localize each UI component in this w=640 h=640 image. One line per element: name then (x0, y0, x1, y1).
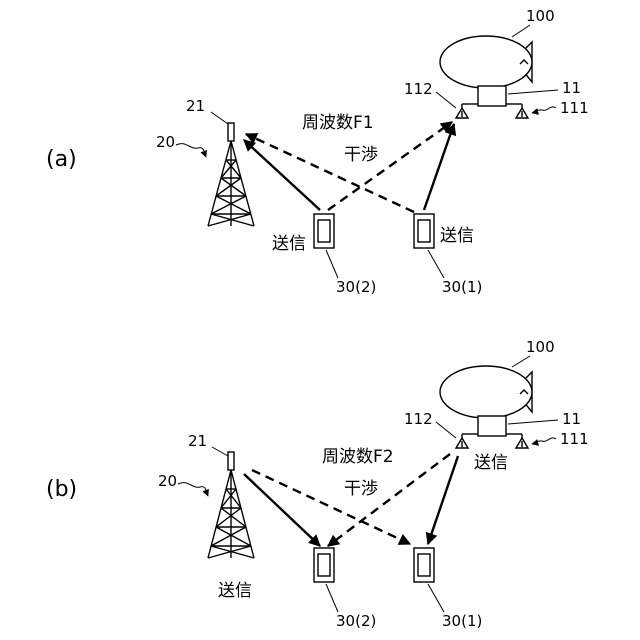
leader-line (428, 250, 444, 278)
leader-line (428, 584, 444, 612)
terminal-left (314, 214, 334, 248)
leader-arrow (532, 107, 556, 113)
airship-tx: 送信 (474, 453, 508, 473)
leader-line (211, 112, 228, 124)
gondola-ref: 11 (562, 410, 581, 428)
airship-ref: 100 (526, 338, 555, 356)
signal-arrow-dashed (252, 470, 410, 544)
signal-arrow-dashed (246, 134, 414, 212)
antenna-left-ref: 112 (404, 410, 433, 428)
terminal-right (414, 548, 434, 582)
signal-arrow-solid (424, 124, 454, 210)
cell-tower (208, 123, 254, 226)
panel-a-label: (a) (46, 147, 77, 172)
frequency-label: 周波数F2 (322, 447, 394, 467)
terminal-right (414, 214, 434, 248)
leader-line (436, 422, 456, 438)
frequency-label: 周波数F1 (302, 113, 374, 133)
panel-a: (a) 21 20 (46, 7, 589, 296)
terminal-left (314, 548, 334, 582)
terminal-left-ref: 30(2) (336, 612, 376, 630)
signal-arrow-dashed (328, 122, 452, 210)
antenna-ref: 21 (186, 97, 205, 115)
airship-ref: 100 (526, 7, 555, 25)
leader-arrow (532, 438, 556, 444)
leader-line (508, 420, 558, 424)
leader-line (326, 250, 338, 278)
leader-line (436, 92, 456, 108)
terminal-left-ref: 30(2) (336, 278, 376, 296)
signal-arrow-solid (244, 140, 320, 210)
terminal-right-tx: 送信 (440, 226, 474, 246)
panel-b: (b) 21 20 送信 (46, 338, 589, 630)
panel-b-label: (b) (46, 477, 77, 502)
terminal-right-ref: 30(1) (442, 612, 482, 630)
tower-ref: 20 (156, 133, 175, 151)
leader-line (508, 90, 558, 94)
antenna-right-ref: 111 (560, 430, 589, 448)
leader-line (326, 584, 338, 612)
tower-ref: 20 (158, 472, 177, 490)
cell-tower (208, 452, 254, 558)
interference-label: 干渉 (344, 479, 378, 499)
terminal-right-ref: 30(1) (442, 278, 482, 296)
leader-arrow (178, 483, 208, 496)
leader-line (512, 25, 530, 37)
leader-line (512, 356, 530, 367)
interference-label: 干渉 (344, 145, 378, 165)
antenna-right-ref: 111 (560, 99, 589, 117)
signal-arrow-solid (428, 456, 458, 544)
antenna-left-ref: 112 (404, 80, 433, 98)
terminal-left-tx: 送信 (272, 234, 306, 254)
leader-arrow (176, 144, 206, 157)
tower-tx: 送信 (218, 581, 252, 601)
leader-line (212, 447, 228, 456)
gondola-ref: 11 (562, 79, 581, 97)
antenna-ref: 21 (188, 432, 207, 450)
